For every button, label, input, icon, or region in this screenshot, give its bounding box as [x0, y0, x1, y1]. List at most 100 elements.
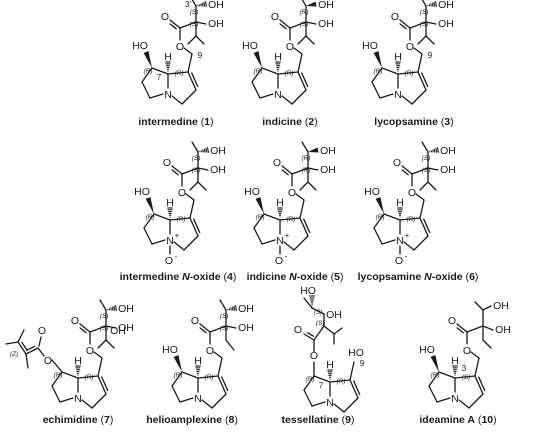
bond	[438, 371, 456, 379]
bond	[151, 239, 166, 245]
stereo-label-c3prime: (S)	[314, 309, 323, 316]
hydroxyl-label: OH	[495, 324, 511, 336]
bond	[411, 167, 429, 175]
bond	[482, 305, 492, 311]
bond	[399, 217, 421, 221]
stereo-label-c7: (R)	[173, 372, 182, 379]
hydrogen-label: H	[74, 355, 82, 367]
locant-label: 3	[462, 364, 467, 373]
hydroxyl-label: OH	[238, 322, 254, 334]
compound-name: echimidine	[43, 414, 98, 426]
hydroxyl-label: OH	[440, 164, 456, 176]
bond	[301, 0, 307, 7]
bond	[417, 35, 427, 45]
double-bond	[478, 376, 486, 392]
bond	[427, 167, 439, 171]
double-bond	[101, 376, 109, 392]
bond	[93, 351, 103, 359]
compound-caption: echimidine (7)	[43, 414, 114, 426]
double-bond	[299, 217, 309, 237]
hydrogen-label: H	[194, 355, 202, 367]
stereo-label-c3prime: (R)	[301, 155, 310, 162]
bond	[195, 35, 205, 45]
compound-name-suffix: -oxide	[190, 271, 221, 283]
carbonyl-oxygen-label: O	[71, 315, 79, 327]
double-bond	[169, 19, 181, 29]
nitrogen-label: N	[166, 235, 174, 247]
hash-bond	[395, 61, 401, 72]
bond	[323, 325, 335, 335]
ester-oxygen-label: O	[178, 187, 186, 199]
compound-name-suffix: -oxide	[432, 271, 463, 283]
stereo-label-c2prime: (S)	[100, 325, 109, 332]
bond	[25, 353, 29, 369]
compound-number: 7	[104, 414, 110, 426]
stereo-label-c2prime: (S)	[420, 21, 429, 28]
bond	[195, 21, 207, 25]
double-bond	[21, 341, 28, 351]
compound-name: indicine	[262, 116, 302, 128]
compound-number: 9	[345, 414, 351, 426]
locant-label: 7	[157, 73, 162, 82]
double-bond	[171, 165, 183, 175]
bond	[181, 371, 199, 379]
bond	[297, 35, 307, 45]
double-bond	[417, 71, 427, 91]
hash-bond	[429, 147, 440, 153]
charge-plus: +	[175, 231, 180, 240]
compound-caption: indicine (2)	[262, 116, 317, 128]
bond	[261, 239, 276, 245]
bond	[211, 393, 227, 409]
double-bond	[199, 327, 207, 334]
stereo-label-c3prime: (S)	[192, 155, 201, 162]
double-bond	[349, 379, 359, 399]
double-bond	[401, 165, 413, 175]
bond	[261, 67, 279, 75]
hydroxyl-label: OH	[208, 18, 224, 30]
bond	[185, 193, 195, 201]
bond	[179, 21, 197, 29]
hydroxyl-label: HO	[348, 347, 364, 359]
bond	[189, 199, 195, 219]
carbonyl-oxygen-label: O	[271, 11, 279, 23]
bond	[415, 193, 425, 201]
bond	[181, 89, 197, 105]
bond	[468, 393, 484, 409]
bond	[191, 0, 197, 7]
compound-caption: lycopsamine N-oxide (6)	[358, 271, 479, 283]
ester-oxygen-label: O	[176, 41, 184, 53]
bond	[466, 325, 484, 333]
compound-name: indicine	[247, 271, 290, 283]
bond	[311, 307, 325, 315]
bond	[171, 95, 183, 105]
compound-name: tessellatine	[282, 414, 339, 426]
carbonyl-oxygen-label: O	[273, 157, 281, 169]
double-bond	[97, 375, 107, 395]
bond	[371, 81, 381, 99]
bond	[5, 341, 19, 345]
bond	[149, 93, 164, 99]
hash-bond	[327, 369, 333, 380]
bond	[253, 213, 265, 229]
carbonyl-oxygen-label: O	[294, 324, 302, 336]
compound-name-italic: N	[289, 271, 297, 283]
bond	[197, 167, 209, 171]
bond	[181, 167, 199, 175]
bond	[189, 181, 199, 191]
double-bond	[419, 217, 429, 237]
bond	[303, 375, 315, 391]
carbonyl-oxygen-label: O	[38, 325, 46, 337]
hydroxyl-label: OH	[210, 164, 226, 176]
hash-bond	[277, 207, 283, 218]
ester-oxygen-label: O	[310, 350, 318, 362]
hydroxyl-label: OH	[118, 303, 134, 315]
bond	[293, 235, 309, 251]
bond	[482, 325, 494, 331]
hydroxyl-label: OH	[320, 164, 336, 176]
wedge-bond	[143, 51, 152, 68]
bond	[253, 227, 263, 245]
